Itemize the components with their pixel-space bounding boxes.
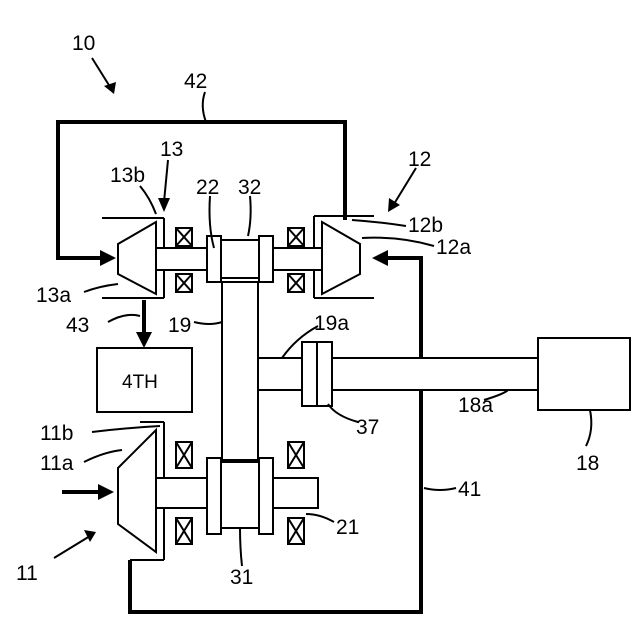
label-12a: 12a [436,236,471,259]
label-37: 37 [356,416,379,439]
label-21: 21 [336,516,359,539]
gear-32-left-flange [207,236,221,282]
label-18a: 18a [458,394,493,417]
bearing-upper-right-bottom [288,274,304,292]
label-12: 12 [408,148,431,171]
label-13b: 13b [110,164,145,187]
label-19: 19 [168,314,191,337]
bearing-upper-left-bottom [176,274,192,292]
bearing-lower-right-top [288,442,304,468]
gear-31-left-flange [207,458,221,534]
label-11: 11 [16,562,38,585]
gear-31-right-flange [259,458,273,534]
load-18-box [538,338,630,410]
label-12b: 12b [408,214,443,237]
gear-32-body [221,240,259,278]
duct-41-arrowhead [372,250,388,266]
label-43: 43 [66,314,89,337]
bearing-upper-left-top [176,228,192,246]
duct-42-arrowhead [100,250,116,266]
label-11a: 11a [40,452,74,475]
label-42: 42 [184,70,207,93]
label-32: 32 [238,176,261,199]
label-18: 18 [576,452,599,475]
bearing-lower-right-bottom [288,518,304,544]
bearing-lower-left-bottom [176,518,192,544]
label-41: 41 [458,478,481,501]
label-4th: 4TH [122,372,158,393]
label-19a: 19a [314,312,349,335]
gear-31-body [221,462,259,528]
shaft-18a [258,358,538,390]
bearing-lower-left-top [176,442,192,468]
bearing-upper-right-top [288,228,304,246]
gear-32-right-flange [259,236,273,282]
label-22: 22 [196,176,219,199]
rotor-11a [118,430,156,552]
inlet-arrowhead [98,484,114,500]
label-31: 31 [230,566,253,589]
label-10: 10 [72,32,95,55]
rotor-12a [322,222,360,294]
shaft-19 [222,282,258,460]
label-13: 13 [160,138,183,161]
label-11b: 11b [40,422,73,445]
duct-43-arrowhead [136,332,152,348]
rotor-13a [118,222,156,294]
label-13a: 13a [36,284,71,307]
